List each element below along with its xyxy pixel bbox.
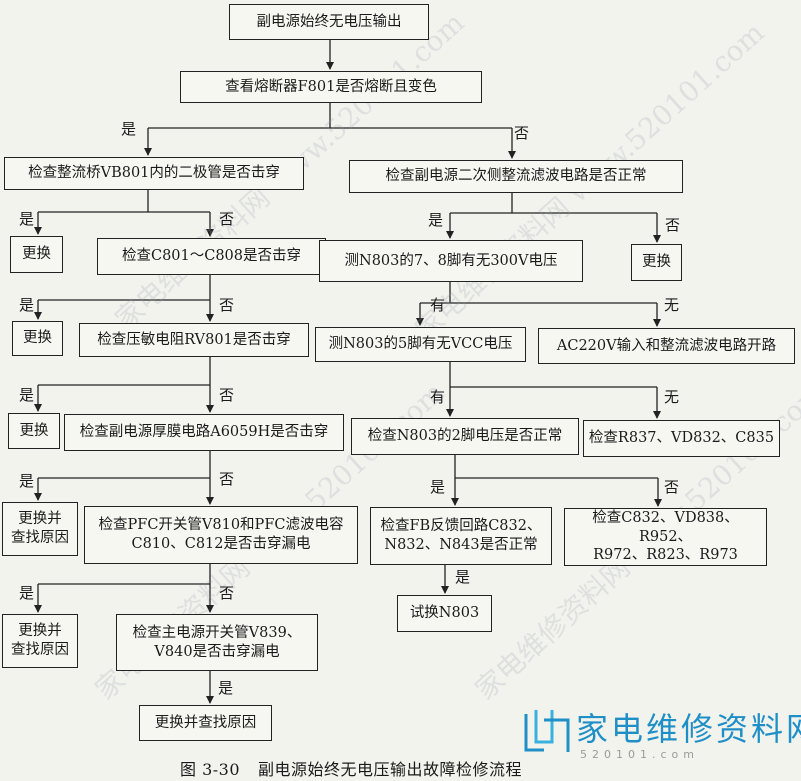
box-measure-n803-78: 测N803的7、8脚有无300V电压 [319,240,583,282]
branch-label-no: 否 [514,124,530,142]
box-check-r837: 检查R837、VD832、C835 [583,420,780,457]
box-check-varistor: 检查压敏电阻RV801是否击穿 [79,323,309,357]
branch-label-no: 否 [219,470,235,488]
branch-label-yes: 是 [430,478,446,496]
box-check-main-switch: 检查主电源开关管V839、 V840是否击穿漏电 [116,614,318,671]
box-replace: 更换 [631,244,682,281]
box-measure-n803-5: 测N803的5脚有无VCC电压 [315,327,526,362]
box-check-secondary: 检查副电源二次侧整流滤波电路是否正常 [349,160,683,193]
box-check-bridge: 检查整流桥VB801内的二极管是否击穿 [4,157,304,190]
box-check-c801: 检查C801～C808是否击穿 [97,238,326,275]
branch-label-no: 否 [219,296,235,314]
box-check-pfc: 检查PFC开关管V810和PFC滤波电容 C810、C812是否击穿漏电 [84,506,358,564]
box-check-fb-loop: 检查FB反馈回路C832、 N832、N843是否正常 [370,507,552,565]
branch-label-yes: 是 [218,679,234,697]
box-replace: 更换 [8,413,60,449]
box-ac-input-open: AC220V输入和整流滤波电路开路 [538,328,795,364]
branch-label-no: 否 [664,478,680,496]
box-check-fuse: 查看熔断器F801是否熔断且变色 [180,71,482,103]
branch-label-yes: 是 [19,296,35,314]
box-check-c832: 检查C832、VD838、R952、 R972、R823、R973 [564,508,767,566]
logo-url: 520101.com [580,748,699,761]
box-replace: 更换 [12,321,63,356]
box-check-n803-2: 检查N803的2脚电压是否正常 [351,418,579,455]
logo-mark-icon [524,710,570,752]
branch-label-no: 否 [665,216,681,234]
box-replace: 更换 [10,236,63,273]
site-logo: 家电维修资料网 520101.com [520,704,801,764]
box-replace-find-cause: 更换并 查找原因 [2,614,78,668]
branch-label-yes: 是 [19,472,35,490]
box-replace-find-cause: 更换并查找原因 [139,705,272,741]
branch-label-none: 无 [664,296,680,314]
box-try-replace-n803: 试换N803 [397,595,492,632]
figure-caption: 图 3-30 副电源始终无电压输出故障检修流程 [180,756,640,779]
logo-text: 家电维修资料网 [576,710,801,748]
box-check-thick-film: 检查副电源厚膜电路A6059H是否击穿 [64,414,344,451]
branch-label-yes: 是 [455,568,471,586]
branch-label-yes: 是 [121,120,137,138]
branch-label-none: 无 [664,388,680,406]
box-no-output: 副电源始终无电压输出 [229,4,429,40]
figure-title: 副电源始终无电压输出故障检修流程 [258,760,523,779]
branch-label-have: 有 [430,388,446,406]
branch-label-yes: 是 [19,210,35,228]
branch-label-no: 否 [219,386,235,404]
branch-label-yes: 是 [19,386,35,404]
figure-number: 图 3-30 [180,760,241,779]
branch-label-yes: 是 [428,211,444,229]
branch-label-have: 有 [430,296,446,314]
branch-label-no: 否 [219,584,235,602]
box-replace-find-cause: 更换并 查找原因 [2,502,78,556]
branch-label-no: 否 [219,210,235,228]
branch-label-yes: 是 [19,584,35,602]
